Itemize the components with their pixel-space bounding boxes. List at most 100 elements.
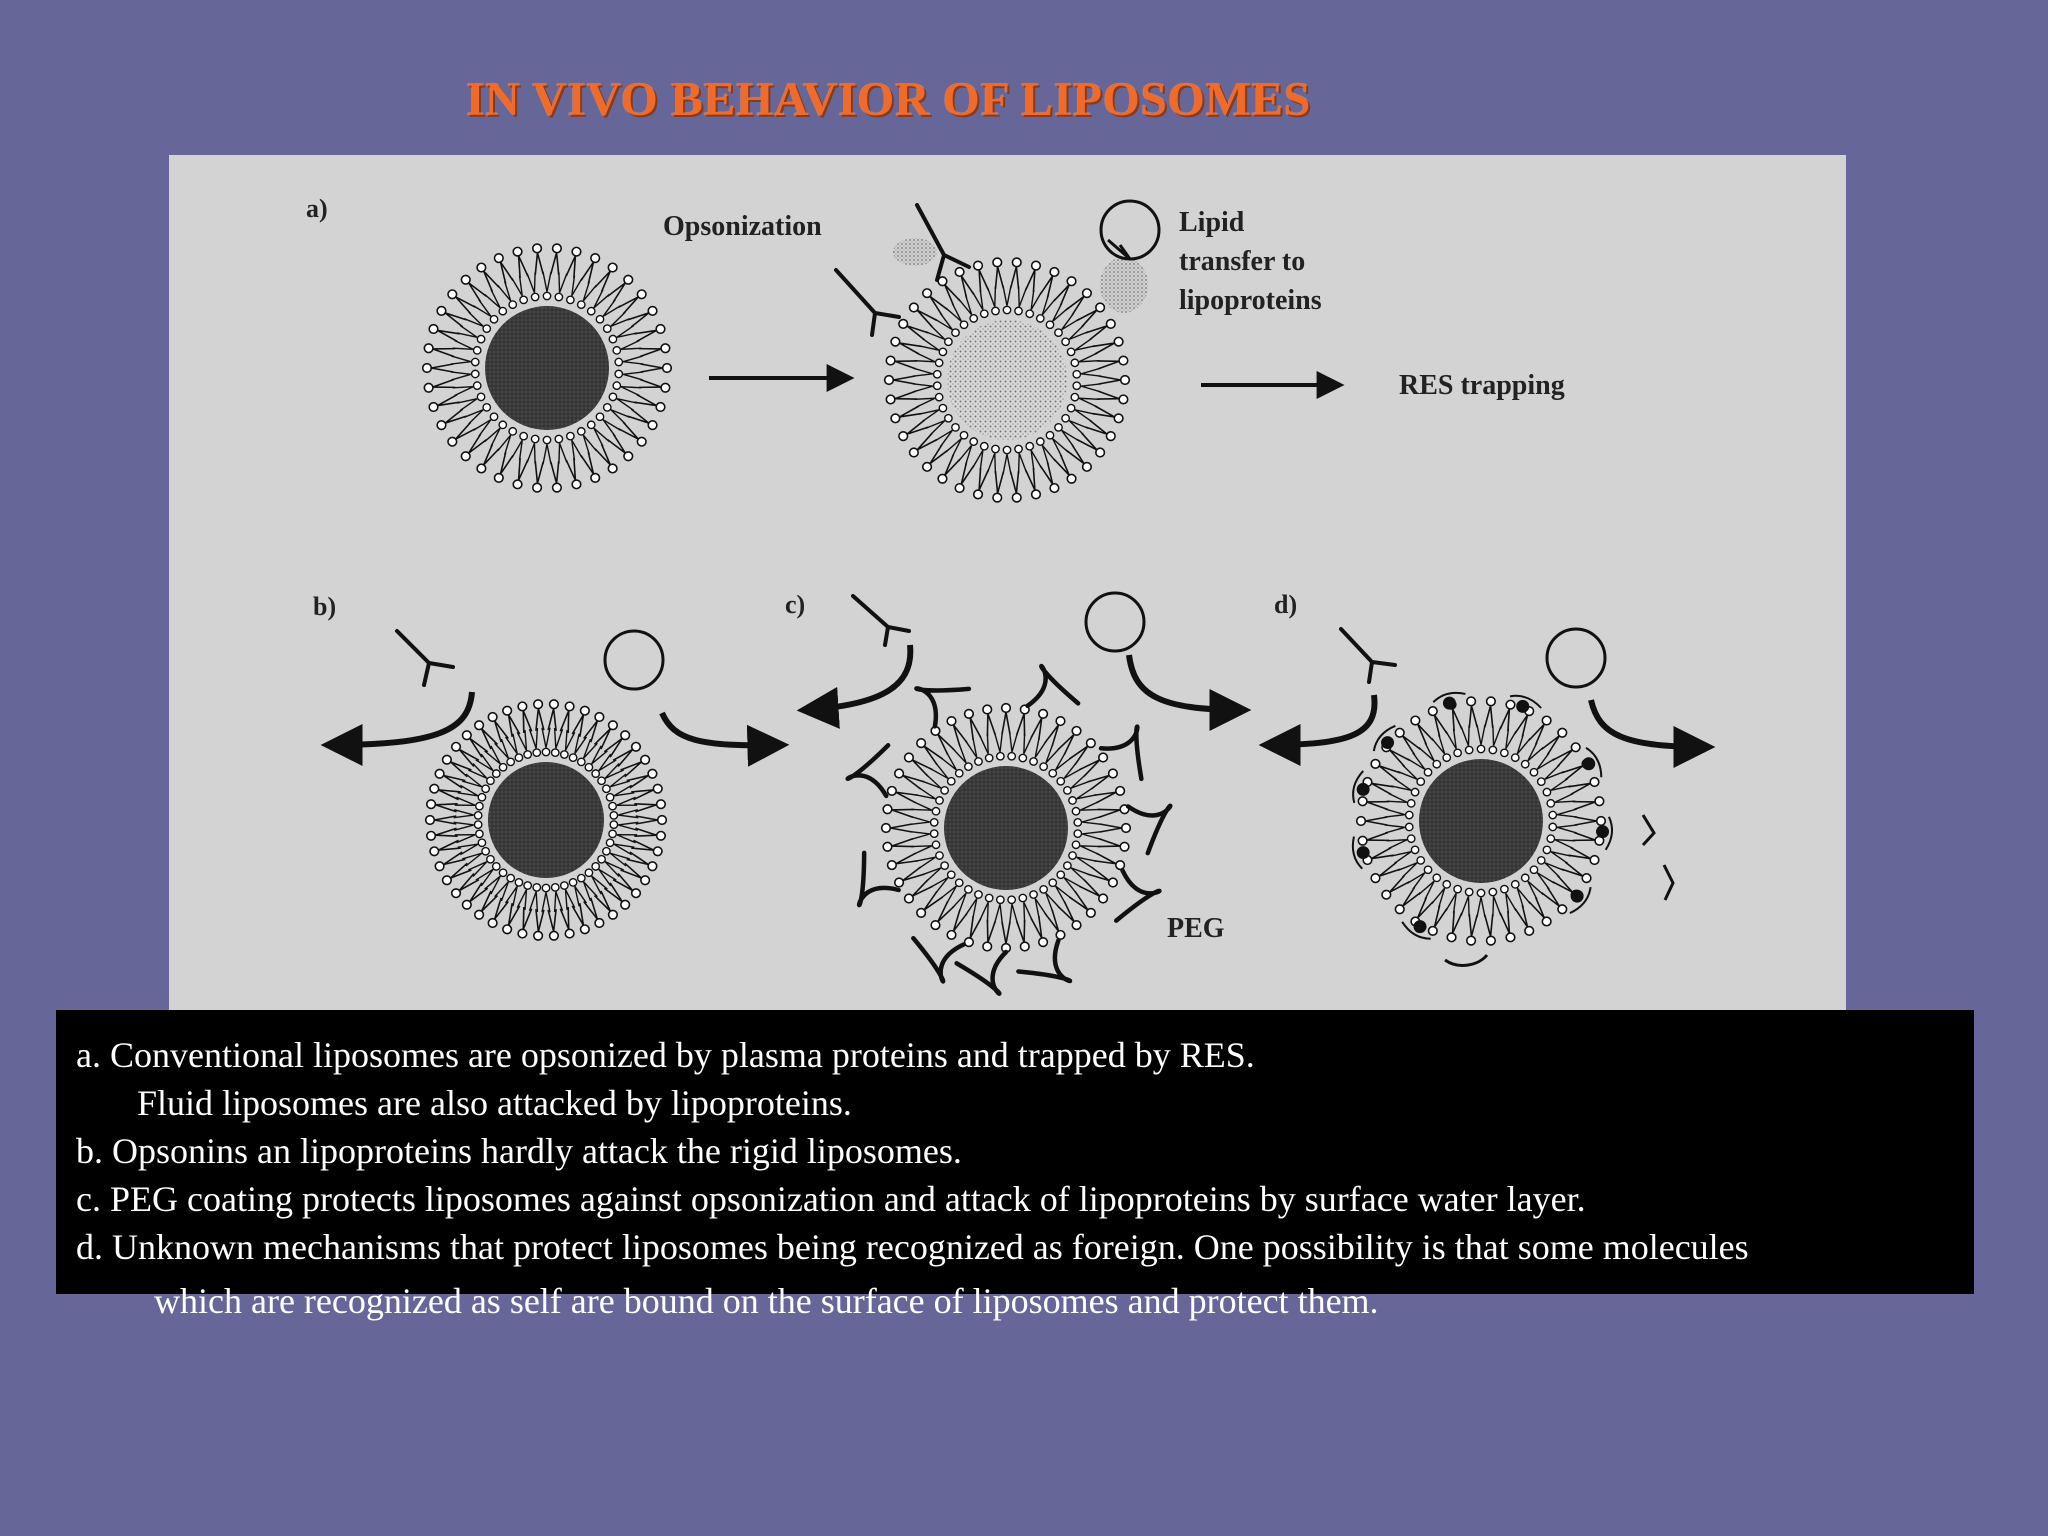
lipid-molecule (1072, 355, 1129, 379)
lipoprotein-patch (1100, 257, 1148, 313)
self-marker-tail (1569, 887, 1592, 915)
liposome-core (1419, 759, 1543, 883)
lipid-molecule (1070, 336, 1124, 368)
lipid-molecule (608, 827, 667, 844)
self-marker-molecule (1356, 846, 1370, 860)
self-marker-tail (1585, 746, 1603, 778)
lipid-molecule (436, 305, 492, 334)
caption-line-d2: which are recognized as self are bound o… (154, 1281, 1379, 1321)
lipid-molecule (1073, 804, 1130, 827)
lipid-molecule (460, 412, 499, 462)
lipid-molecule (586, 420, 634, 462)
repel-arrow-right-b (659, 711, 790, 767)
lipid-molecule (516, 881, 533, 939)
lipid-molecule (1045, 276, 1077, 330)
lipid-molecule (517, 701, 542, 758)
lipid-molecule (882, 829, 939, 852)
lipid-molecule (1548, 815, 1607, 834)
lipid-molecule (1070, 390, 1129, 408)
lipid-molecule (1061, 302, 1106, 347)
antibody-icon (915, 203, 971, 282)
free-fragment (1662, 864, 1675, 901)
lipid-molecule (591, 862, 642, 899)
lipid-molecule (612, 378, 671, 397)
lipid-molecule (986, 444, 1005, 503)
lipid-molecule (885, 352, 944, 370)
lipid-molecule (460, 274, 508, 316)
lipid-molecule (1039, 715, 1066, 772)
lipid-molecule (434, 768, 491, 794)
lipid-transfer-hook (1107, 238, 1132, 261)
lipid-molecule (554, 434, 582, 490)
lipid-molecule (602, 402, 658, 431)
lipid-molecule (1460, 887, 1479, 946)
lipid-molecule (1476, 888, 1497, 946)
antibody-icon (851, 594, 911, 647)
lipid-molecule (447, 402, 492, 447)
lipid-molecule (954, 266, 989, 319)
lipid-molecule (436, 392, 486, 431)
lipid-molecule (1394, 865, 1433, 915)
lipid-molecule (441, 846, 491, 886)
lipid-molecule (1035, 437, 1077, 484)
lipid-molecule (893, 768, 950, 795)
lipid-molecule (614, 362, 673, 381)
lipid-molecule (1394, 727, 1442, 769)
lipid-molecule (1015, 704, 1034, 763)
lipid-molecule (609, 814, 668, 831)
self-marker-tail (1509, 694, 1542, 709)
lipid-molecule (1039, 884, 1082, 931)
lipid-molecule (1072, 374, 1131, 393)
lipid-molecule (576, 873, 618, 920)
lipid-molecule (1068, 768, 1119, 805)
lipid-molecule (602, 289, 647, 334)
liposome-diagram-svg: a) b) c) d) Opsonization Lipid transfer … (306, 194, 1716, 996)
lipid-molecule (880, 815, 939, 834)
lipid-molecule (898, 318, 953, 347)
lipid-molecule (993, 895, 1012, 954)
lipid-molecule (908, 302, 960, 337)
lipoprotein-icon (603, 629, 665, 691)
lipid-molecule (601, 846, 658, 872)
lipid-molecule (1465, 696, 1486, 754)
self-marker-molecule (1356, 782, 1370, 796)
lipid-molecule (916, 738, 964, 778)
lipid-molecule (963, 890, 983, 948)
self-marker-molecule (1570, 889, 1584, 903)
lipid-molecule (450, 854, 495, 899)
lipid-molecule (1542, 845, 1600, 866)
lipid-molecule (425, 820, 483, 841)
lipid-molecule (963, 708, 994, 763)
lipid-molecule (1546, 831, 1605, 850)
caption-line-a1: a. Conventional liposomes are opsonized … (76, 1035, 1255, 1075)
self-marker-molecule (1381, 736, 1395, 750)
repel-arrow-right-d (1588, 699, 1716, 768)
self-marker-tail (1351, 836, 1363, 870)
lipid-molecule (608, 305, 658, 344)
lipid-molecule (423, 369, 480, 393)
lipid-molecule (903, 752, 956, 786)
liposome-core (947, 320, 1067, 440)
repel-arrow-right-c (1126, 654, 1252, 731)
self-marker-molecule (1596, 825, 1610, 839)
lipid-molecule (1548, 796, 1605, 820)
lipid-molecule (1362, 834, 1416, 866)
lipid-molecule (612, 323, 666, 355)
lipid-molecule (946, 884, 973, 941)
peg-chain (1016, 938, 1073, 984)
lipid-molecule (1445, 884, 1463, 943)
peg-label: PEG (1167, 913, 1225, 944)
lipid-molecule (882, 800, 941, 819)
lipid-molecule (461, 730, 508, 772)
lipid-molecule (1009, 257, 1028, 316)
self-marker-tail (1401, 921, 1431, 940)
self-marker-liposome (1351, 691, 1614, 946)
lipid-molecule (429, 783, 487, 802)
lipid-molecule (476, 262, 518, 310)
lipid-molecule (1024, 260, 1043, 319)
lipid-molecule (893, 851, 944, 888)
lipoprotein-icon (1099, 199, 1161, 261)
lipid-molecule (1381, 855, 1426, 900)
lipid-molecule (450, 741, 501, 778)
lipid-molecule (532, 699, 551, 757)
